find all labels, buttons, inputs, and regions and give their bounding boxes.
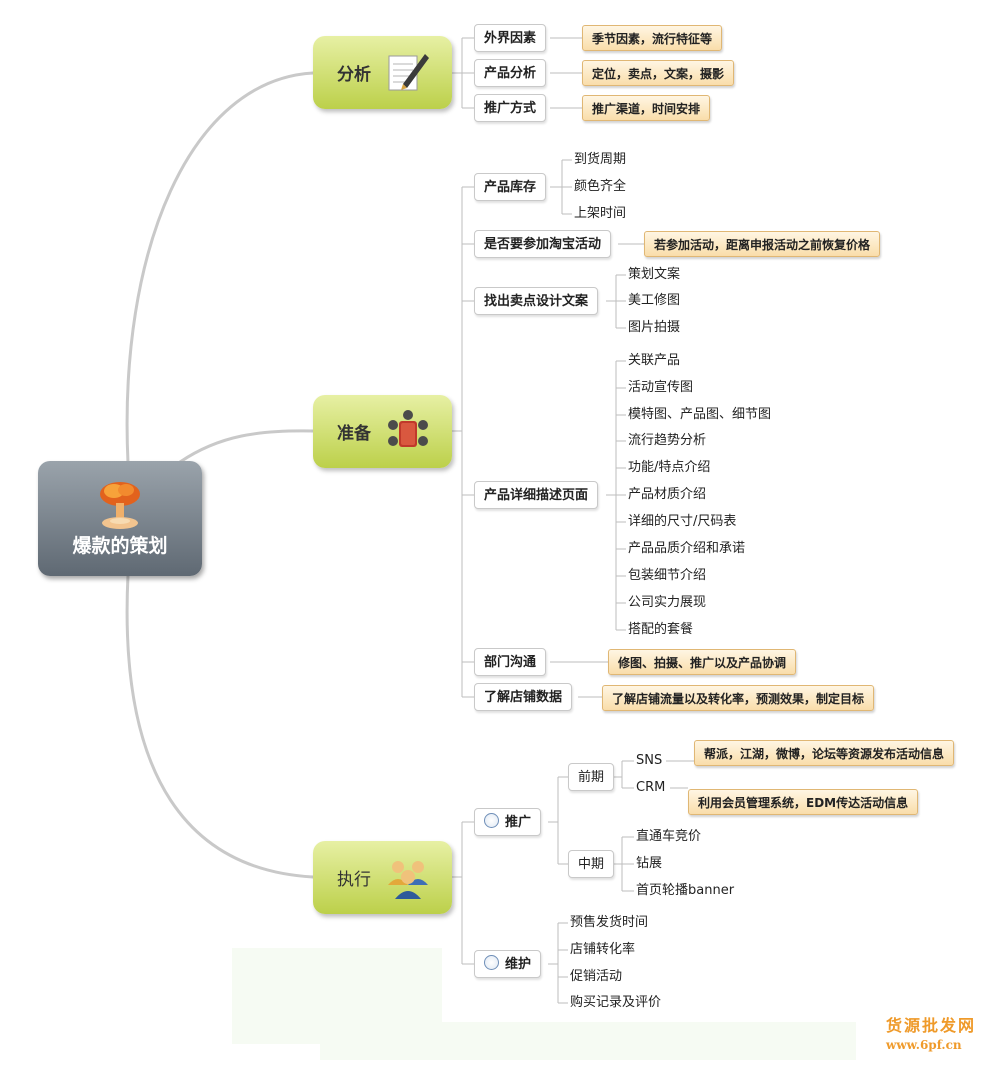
note-taobao-activity[interactable]: 若参加活动，距离申报活动之前恢复价格 <box>644 231 881 257</box>
central-topic-label: 爆款的策划 <box>72 535 168 557</box>
node-store-data[interactable]: 了解店铺数据 <box>474 683 573 711</box>
leaf-item[interactable]: 美工修图 <box>628 293 681 308</box>
people-group-icon <box>388 861 428 899</box>
leaf-item[interactable]: 上架时间 <box>574 206 627 221</box>
leaf-item[interactable]: 图片拍摄 <box>628 320 681 335</box>
branch-analysis[interactable]: 分析 <box>313 36 452 109</box>
background-patch <box>320 1022 856 1060</box>
topic-circle-icon <box>484 813 499 828</box>
leaf-item[interactable]: 策划文案 <box>628 267 681 282</box>
note-sns[interactable]: 帮派，江湖，微博，论坛等资源发布活动信息 <box>694 740 955 766</box>
leaf-item[interactable]: 到货周期 <box>574 152 627 167</box>
note-department-communication[interactable]: 修图、拍摄、推广以及产品协调 <box>608 649 797 675</box>
branch-prepare-label: 准备 <box>337 424 371 444</box>
node-promotion-label: 推广 <box>505 815 532 830</box>
leaf-item[interactable]: 活动宣传图 <box>628 380 694 395</box>
note-promotion-method[interactable]: 推广渠道，时间安排 <box>582 95 711 121</box>
leaf-item[interactable]: 直通车竞价 <box>636 829 702 844</box>
leaf-item[interactable]: 流行趋势分析 <box>628 433 707 448</box>
leaf-item[interactable]: 详细的尺寸/尺码表 <box>628 514 737 529</box>
watermark-url: www.6pf.cn <box>886 1038 962 1052</box>
branch-execute-label: 执行 <box>337 870 371 890</box>
node-mid-stage[interactable]: 中期 <box>568 850 615 878</box>
leaf-item[interactable]: 促销活动 <box>570 969 623 984</box>
node-department-communication[interactable]: 部门沟通 <box>474 648 547 676</box>
mushroom-cloud-icon <box>100 482 140 529</box>
central-node[interactable]: 爆款的策划 <box>38 461 202 576</box>
node-promotion[interactable]: 推广 <box>474 808 542 836</box>
note-product-analysis[interactable]: 定位，卖点，文案，摄影 <box>582 60 735 86</box>
note-store-data[interactable]: 了解店铺流量以及转化率，预测效果，制定目标 <box>602 685 875 711</box>
leaf-item[interactable]: 公司实力展现 <box>628 595 707 610</box>
leaf-sns[interactable]: SNS <box>636 753 663 768</box>
node-detail-page[interactable]: 产品详细描述页面 <box>474 481 599 509</box>
leaf-crm[interactable]: CRM <box>636 780 666 795</box>
node-maintenance[interactable]: 维护 <box>474 950 542 978</box>
leaf-item[interactable]: 钻展 <box>636 856 663 871</box>
branch-execute[interactable]: 执行 <box>313 841 452 914</box>
node-external-factors[interactable]: 外界因素 <box>474 24 547 52</box>
leaf-item[interactable]: 模特图、产品图、细节图 <box>628 407 772 422</box>
node-selling-points[interactable]: 找出卖点设计文案 <box>474 287 599 315</box>
node-early-stage[interactable]: 前期 <box>568 763 615 791</box>
leaf-item[interactable]: 搭配的套餐 <box>628 622 694 637</box>
leaf-item[interactable]: 购买记录及评价 <box>570 995 662 1010</box>
topic-circle-icon <box>484 955 499 970</box>
node-product-stock[interactable]: 产品库存 <box>474 173 547 201</box>
leaf-item[interactable]: 产品材质介绍 <box>628 487 707 502</box>
leaf-item[interactable]: 店铺转化率 <box>570 942 636 957</box>
note-crm[interactable]: 利用会员管理系统，EDM传达活动信息 <box>688 789 919 815</box>
branch-prepare[interactable]: 准备 <box>313 395 452 468</box>
leaf-item[interactable]: 关联产品 <box>628 353 681 368</box>
node-product-analysis[interactable]: 产品分析 <box>474 59 547 87</box>
watermark-title: 货源批发网 <box>886 1016 977 1035</box>
note-external-factors[interactable]: 季节因素，流行特征等 <box>582 25 723 51</box>
leaf-item[interactable]: 产品品质介绍和承诺 <box>628 541 746 556</box>
document-pen-icon <box>388 54 429 91</box>
leaf-item[interactable]: 功能/特点介绍 <box>628 460 711 475</box>
leaf-item[interactable]: 预售发货时间 <box>570 915 649 930</box>
leaf-item[interactable]: 包装细节介绍 <box>628 568 707 583</box>
leaf-item[interactable]: 颜色齐全 <box>574 179 627 194</box>
branch-analysis-label: 分析 <box>337 65 371 85</box>
leaf-item[interactable]: 首页轮播banner <box>636 883 735 898</box>
watermark: 货源批发网 www.6pf.cn <box>886 1012 992 1052</box>
meeting-table-icon <box>388 410 428 447</box>
node-maintenance-label: 维护 <box>505 957 532 972</box>
node-taobao-activity[interactable]: 是否要参加淘宝活动 <box>474 230 612 258</box>
node-promotion-method[interactable]: 推广方式 <box>474 94 547 122</box>
